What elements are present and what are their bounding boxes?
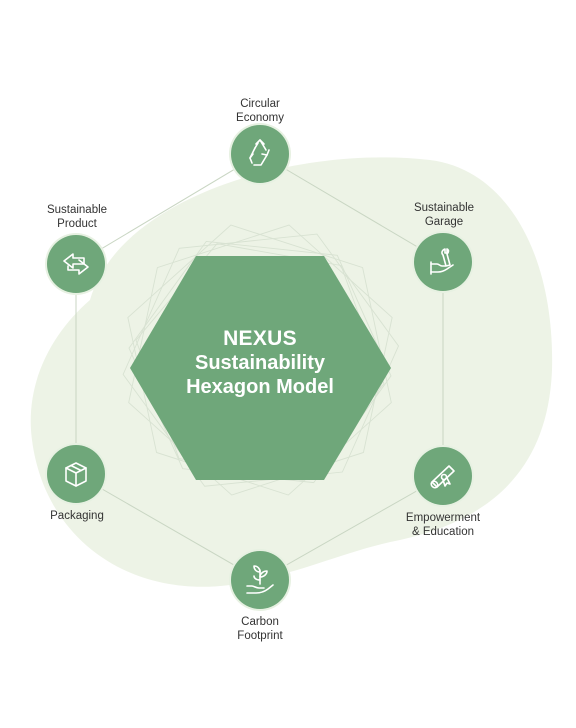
center-title-line-1: NEXUS — [223, 327, 297, 350]
center-title-line-3: Hexagon Model — [186, 376, 334, 399]
recycle-icon — [249, 139, 270, 166]
node-sustainable-product[interactable] — [47, 235, 105, 293]
label-packaging: Packaging — [12, 509, 142, 523]
exchange-arrows-icon — [63, 253, 89, 275]
node-carbon-footprint[interactable] — [231, 551, 289, 609]
label-sustainable-product-line-1: Sustainable — [46, 204, 108, 216]
node-sustainable-garage[interactable] — [414, 233, 472, 291]
center-title-line-2: Sustainability — [194, 352, 326, 375]
label-circular-economy-line-2: Economy — [236, 112, 284, 124]
label-sustainable-product: Sustainable Product — [12, 203, 142, 231]
sprout-hand-icon — [246, 565, 274, 594]
center-title: NEXUS Sustainability Hexagon Model — [150, 326, 370, 399]
label-empowerment-education-line-2: & Education — [411, 526, 474, 538]
node-packaging[interactable] — [47, 445, 105, 503]
label-packaging-line-1: Packaging — [50, 510, 104, 522]
decorative-hexagon-outlines — [122, 224, 400, 496]
label-sustainable-garage: Sustainable Garage — [379, 201, 509, 229]
node-circular-economy[interactable] — [231, 125, 289, 183]
node-empowerment-education[interactable] — [414, 447, 472, 505]
diploma-scroll-icon — [430, 465, 455, 489]
label-carbon-footprint-line-1: Carbon — [241, 616, 279, 628]
wrench-hand-icon — [430, 248, 454, 275]
label-sustainable-garage-line-1: Sustainable — [413, 202, 475, 214]
label-empowerment-education-line-1: Empowerment — [405, 512, 481, 524]
label-carbon-footprint: Carbon Footprint — [195, 615, 325, 643]
center-hexagon — [130, 256, 391, 480]
label-carbon-footprint-line-2: Footprint — [237, 630, 283, 642]
label-circular-economy-line-1: Circular — [240, 98, 280, 110]
label-empowerment-education: Empowerment & Education — [378, 511, 508, 539]
label-sustainable-product-line-2: Product — [57, 218, 97, 230]
label-circular-economy: Circular Economy — [195, 97, 325, 125]
label-sustainable-garage-line-2: Garage — [424, 216, 464, 228]
box-icon — [65, 462, 87, 487]
